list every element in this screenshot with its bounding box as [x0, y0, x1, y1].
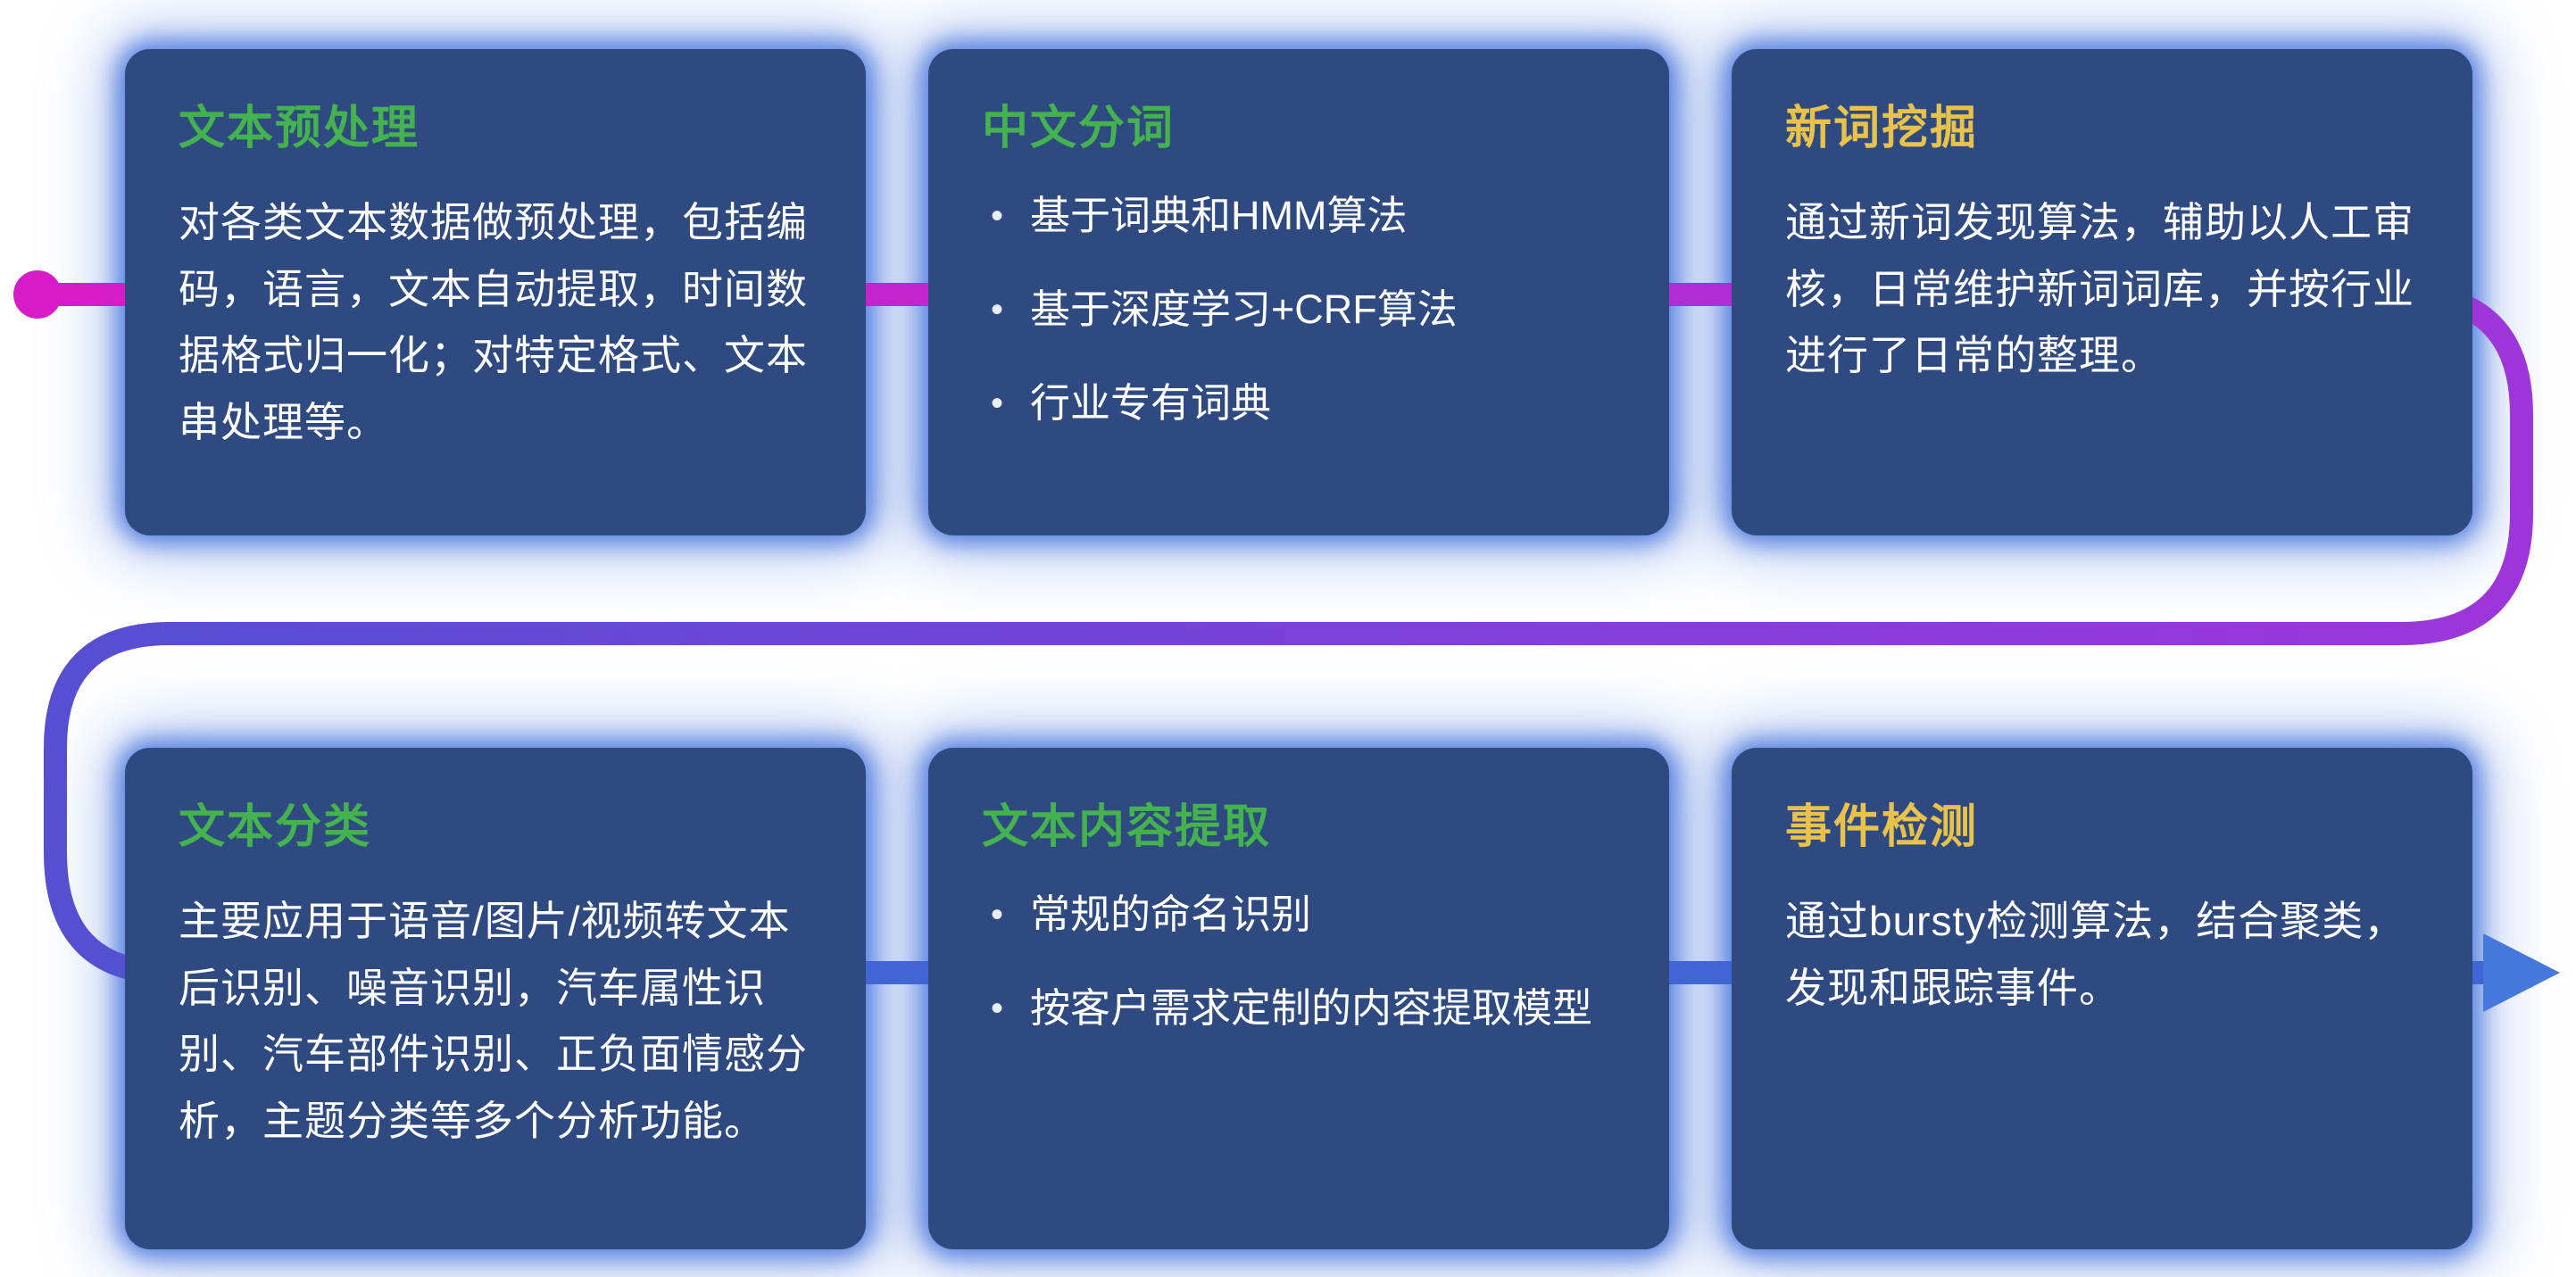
flow-end-arrow-icon	[2483, 933, 2560, 1012]
card-body: 对各类文本数据做预处理，包括编码，语言，文本自动提取，时间数据格式归一化；对特定…	[179, 199, 808, 445]
bullet-text: 基于词典和HMM算法	[1030, 193, 1408, 238]
card-body: 主要应用于语音/图片/视频转文本后识别、噪音识别，汽车属性识别、汽车部件识别、正…	[179, 898, 808, 1144]
bullet-text: 常规的命名识别	[1030, 891, 1312, 937]
bullet-dot-icon: •	[991, 988, 1004, 1028]
bullet-text: 基于深度学习+CRF算法	[1030, 286, 1458, 332]
flow-start-dot-icon	[13, 270, 62, 319]
card-title: 文本分类	[179, 801, 372, 853]
card-title: 中文分词	[982, 103, 1176, 154]
bullet-item: • 常规的命名识别	[991, 888, 1616, 942]
bullet-dot-icon: •	[991, 196, 1004, 236]
bullet-text: 行业专有词典	[1030, 379, 1272, 426]
bullet-item: • 按客户需求定制的内容提取模型	[991, 982, 1616, 1036]
bullet-text: 按客户需求定制的内容提取模型	[1030, 984, 1593, 1031]
bullet-dot-icon: •	[991, 895, 1004, 934]
card-title: 文本内容提取	[982, 801, 1272, 853]
bullet-item: • 基于深度学习+CRF算法	[991, 283, 1616, 337]
card-text-classification: 文本分类 主要应用于语音/图片/视频转文本后识别、噪音识别，汽车属性识别、汽车部…	[125, 748, 866, 1249]
card-body: 通过新词发现算法，辅助以人工审核，日常维护新词词库，并按行业进行了日常的整理。	[1785, 199, 2414, 379]
card-text-content-extraction: 文本内容提取 • 常规的命名识别 • 按客户需求定制的内容提取模型	[928, 748, 1669, 1249]
card-chinese-word-segmentation: 中文分词 • 基于词典和HMM算法 • 基于深度学习+CRF算法 • 行业专有词…	[928, 49, 1669, 535]
bullet-list: • 基于词典和HMM算法 • 基于深度学习+CRF算法 • 行业专有词典	[982, 189, 1616, 430]
bullet-item: • 基于词典和HMM算法	[991, 189, 1616, 244]
card-new-word-mining: 新词挖掘 通过新词发现算法，辅助以人工审核，日常维护新词词库，并按行业进行了日常…	[1732, 49, 2472, 535]
card-title: 新词挖掘	[1785, 103, 1979, 154]
bullet-item: • 行业专有词典	[991, 377, 1616, 431]
card-text-preprocessing: 文本预处理 对各类文本数据做预处理，包括编码，语言，文本自动提取，时间数据格式归…	[125, 49, 866, 535]
bullet-dot-icon: •	[991, 289, 1004, 329]
bullet-dot-icon: •	[991, 383, 1004, 423]
flow-line-return	[44, 464, 2533, 803]
card-body: 通过bursty检测算法，结合聚类，发现和跟踪事件。	[1785, 898, 2406, 1011]
card-title: 事件检测	[1785, 801, 1979, 853]
card-title: 文本预处理	[179, 103, 420, 154]
card-event-detection: 事件检测 通过bursty检测算法，结合聚类，发现和跟踪事件。	[1732, 748, 2472, 1249]
bullet-list: • 常规的命名识别 • 按客户需求定制的内容提取模型	[982, 888, 1616, 1036]
